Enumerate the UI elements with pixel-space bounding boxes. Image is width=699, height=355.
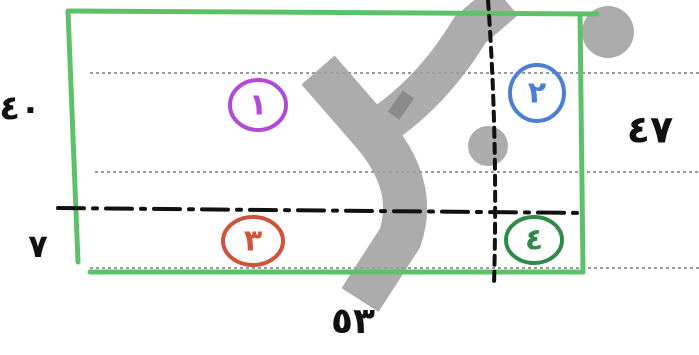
- label-bottom: ٥٣: [331, 301, 375, 342]
- region-1-circle: [228, 78, 288, 132]
- watermark-logo: [301, 0, 634, 312]
- region-4-number: ٤: [525, 223, 543, 258]
- vertical-dashed-line: [486, 0, 498, 287]
- label-top-left: ٤٠: [0, 89, 41, 129]
- region-4-circle: [504, 215, 564, 265]
- region-2-circle: [508, 63, 566, 123]
- region-1-number: ١: [249, 88, 267, 123]
- region-3-circle: [221, 215, 285, 267]
- region-2: ٢: [508, 63, 566, 123]
- region-3-number: ٣: [244, 224, 262, 259]
- region-1: ١: [228, 78, 288, 132]
- horizontal-dashed-line: [56, 206, 587, 215]
- green-rectangle: [65, 8, 600, 275]
- label-left-bottom: ٧: [28, 227, 48, 265]
- region-4: ٤: [504, 215, 564, 265]
- rect-top-edge: [65, 8, 600, 17]
- region-2-number: ٢: [528, 76, 546, 111]
- label-right: ٤٧: [627, 108, 673, 152]
- dashed-dividers: [56, 0, 587, 287]
- rect-left-edge: [65, 8, 81, 265]
- rect-right-edge: [577, 11, 586, 275]
- region-3: ٣: [221, 215, 285, 267]
